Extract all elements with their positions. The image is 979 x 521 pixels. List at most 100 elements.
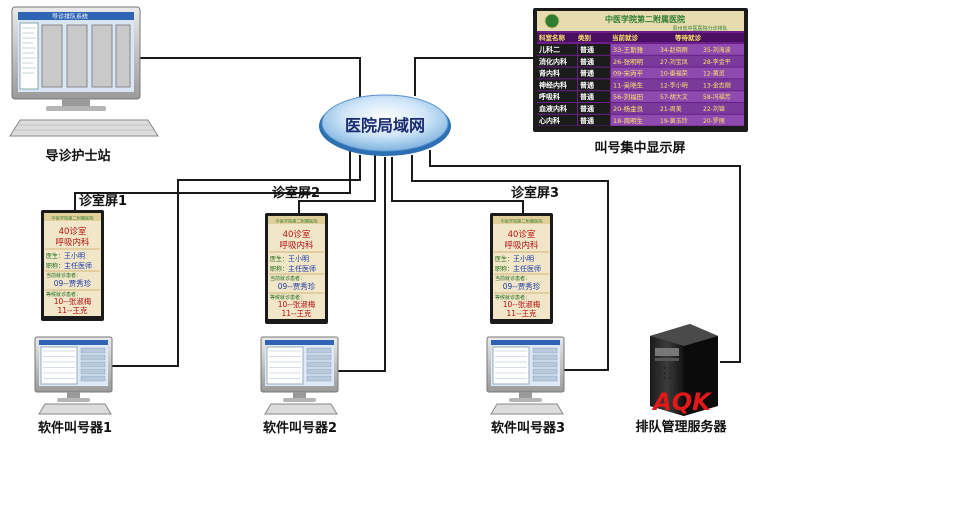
display-column-header: 等待就诊 (674, 33, 702, 42)
waiting-patient: 10--张淑梅 (54, 296, 92, 306)
title-caption: 职称： (270, 265, 288, 273)
waiting-patient: 10--张淑梅 (503, 299, 541, 309)
display-cell-type: 普通 (580, 80, 595, 89)
connection-lines (74, 57, 741, 372)
display-row: 神经内科 普通 11-吴晓生 12-李小明 13-金志刚 (537, 79, 744, 91)
display-cell-waiting: 12-李小明 (660, 81, 688, 89)
display-header-subtitle: 贵州省中医医院分诊排队 (672, 25, 727, 32)
display-cell-dept: 呼吸科 (539, 92, 560, 101)
link-server (429, 150, 741, 363)
link-nurse-station (140, 57, 361, 97)
nurse-station-computer: 导诊排队系统 导诊护士站 (9, 6, 159, 164)
server-label: 排队管理服务器 (635, 419, 727, 435)
room-screen-label: 诊室屏2 (272, 185, 320, 201)
display-cell-dept: 肾内科 (539, 69, 560, 78)
current-caption: 当前就诊患者： (495, 275, 530, 282)
room-screen-label: 诊室屏1 (79, 193, 127, 209)
room-screen-1: 诊室屏1中医学院第二附属医院40诊室呼吸内科医生：王小明职称：主任医师当前就诊患… (41, 193, 127, 321)
display-cell-dept: 神经内科 (539, 80, 567, 89)
room-number: 40诊室 (508, 229, 536, 240)
doctor-name: 王小明 (513, 254, 534, 263)
display-cell-type: 普通 (580, 92, 595, 101)
caller-label: 软件叫号器2 (263, 420, 337, 436)
waiting-caption: 等候就诊患者： (46, 291, 81, 298)
display-cell-waiting: 12-黄灵 (703, 70, 725, 78)
display-cell-current: 11-吴晓生 (613, 80, 644, 89)
caller-label: 软件叫号器3 (491, 420, 565, 436)
display-cell-dept: 消化内科 (539, 57, 567, 66)
display-cell-dept: 心内科 (539, 116, 560, 125)
display-cell-type: 普通 (580, 57, 595, 66)
display-cell-waiting: 21-周美 (660, 105, 682, 113)
link-caller-3 (411, 155, 609, 371)
title-caption: 职称： (495, 265, 513, 273)
room-number: 40诊室 (59, 226, 87, 237)
room-screen-header: 中医学院第二附属医院 (501, 218, 544, 225)
display-cell-waiting: 13-金志刚 (703, 81, 731, 89)
link-central-display (414, 57, 535, 96)
current-patient: 09--贾秀珍 (54, 278, 92, 288)
current-patient: 09--贾秀珍 (503, 281, 541, 291)
display-cell-current: 26-张明明 (613, 57, 644, 66)
waiting-patient: 10--张淑梅 (278, 299, 316, 309)
display-cell-waiting: 22-刘锦 (703, 105, 725, 113)
room-screens: 诊室屏1中医学院第二附属医院40诊室呼吸内科医生：王小明职称：主任医师当前就诊患… (41, 185, 559, 324)
title-caption: 职称： (46, 262, 64, 270)
room-dept: 呼吸内科 (279, 240, 314, 251)
current-caption: 当前就诊患者： (46, 272, 81, 279)
display-cell-current: 18-周明生 (613, 116, 644, 125)
display-row: 血液内科 普通 20-杨金良 21-周美 22-刘锦 (537, 103, 744, 114)
room-screen-header: 中医学院第二附属医院 (52, 215, 95, 222)
display-cell-waiting: 58-冯福芳 (703, 93, 731, 101)
waiting-patient: 11--王克 (282, 309, 312, 318)
queue-server: AQK 排队管理服务器 (635, 324, 727, 435)
display-cell-type: 普通 (580, 69, 595, 78)
waiting-caption: 等候就诊患者： (270, 294, 305, 301)
display-cell-waiting: 34-赵晓雨 (660, 46, 688, 54)
lan-hub: 医院局域网 (319, 94, 451, 156)
display-column-header: 类别 (578, 33, 592, 42)
display-cell-waiting: 19-黄玉玲 (660, 117, 688, 125)
display-row: 呼吸科 普通 56-刘福田 57-胡大文 58-冯福芳 (537, 91, 744, 102)
link-room-screen-2 (298, 155, 376, 213)
display-cell-type: 普通 (580, 45, 595, 54)
doctor-caption: 医生： (46, 252, 64, 260)
room-screen-2: 诊室屏2中医学院第二附属医院40诊室呼吸内科医生：王小明职称：主任医师当前就诊患… (265, 185, 328, 324)
room-number: 40诊室 (283, 229, 311, 240)
doctor-title: 主任医师 (288, 264, 316, 273)
hub-label: 医院局域网 (345, 116, 425, 135)
display-cell-waiting: 20-罗丽 (703, 118, 725, 125)
display-column-header: 科室名称 (539, 33, 566, 42)
link-room-screen-1 (74, 151, 351, 210)
display-cell-dept: 儿科二 (538, 45, 560, 54)
display-column-headers: 科室名称 类别 当前就诊 等待就诊 (537, 33, 744, 42)
link-caller-1 (112, 155, 361, 367)
current-caption: 当前就诊患者： (270, 275, 305, 282)
display-header-title: 中医学院第二附属医院 (605, 14, 685, 24)
display-cell-current: 20-杨金良 (613, 104, 644, 113)
doctor-caption: 医生： (270, 255, 288, 263)
display-cell-current: 56-刘福田 (613, 92, 643, 101)
room-screen-label: 诊室屏3 (511, 185, 559, 201)
room-screen-header: 中医学院第二附属医院 (276, 218, 319, 225)
software-callers: 软件叫号器1 软件叫号器2 软件叫号器3 (34, 336, 565, 436)
waiting-patient: 11--王克 (507, 309, 537, 318)
doctor-title: 主任医师 (513, 264, 541, 273)
caller-label: 软件叫号器1 (38, 420, 112, 436)
display-cell-waiting: 57-胡大文 (660, 93, 688, 101)
doctor-title: 主任医师 (64, 261, 92, 270)
display-cell-dept: 血液内科 (539, 104, 567, 113)
software-caller-3: 软件叫号器3 (486, 336, 565, 436)
display-cell-type: 普通 (580, 104, 595, 113)
software-caller-1: 软件叫号器1 (34, 336, 113, 436)
room-dept: 呼吸内科 (55, 237, 90, 248)
link-room-screen-3 (391, 157, 524, 213)
central-display: 中医学院第二附属医院 贵州省中医医院分诊排队 科室名称 类别 当前就诊 等待就诊 儿科… (533, 8, 748, 156)
doctor-caption: 医生： (495, 255, 513, 263)
display-column-header: 当前就诊 (612, 33, 639, 42)
